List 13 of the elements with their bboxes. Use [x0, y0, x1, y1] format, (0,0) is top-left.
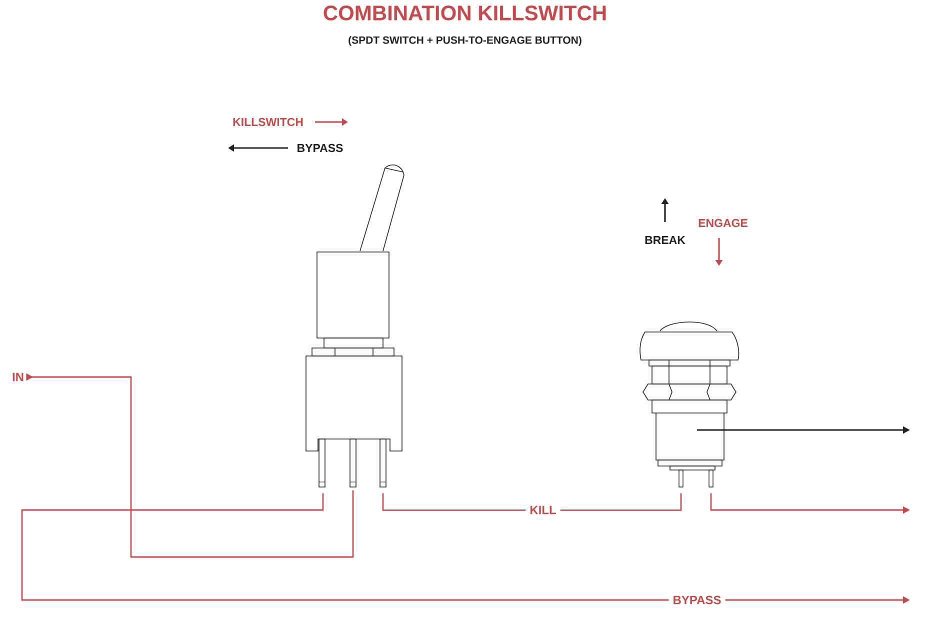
direction-label: ENGAGE: [698, 218, 748, 228]
wire: [382, 493, 682, 511]
subtitle: (SPDT SWITCH + PUSH-TO-ENGAGE BUTTON): [348, 36, 582, 46]
input-label: IN: [12, 372, 24, 382]
edge-label: BYPASS: [668, 592, 726, 608]
title: COMBINATION KILLSWITCH: [324, 6, 606, 20]
edge-label: KILL: [526, 502, 560, 518]
toggle-switch-drawing: [306, 164, 404, 488]
direction-label: KILLSWITCH: [233, 118, 303, 126]
direction-label: BYPASS: [298, 144, 343, 152]
direction-label: BREAK: [645, 236, 686, 244]
wire: [26, 373, 354, 558]
push-button-drawing: [640, 322, 740, 488]
